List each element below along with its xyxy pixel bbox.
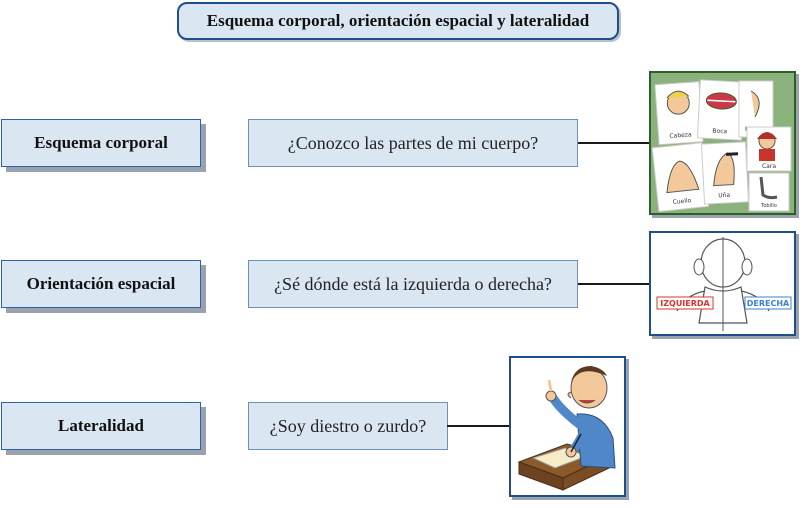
body-cards-illustration: Cabeza Boca Ho Cuello Uña [651, 79, 792, 213]
writing-man-image [509, 356, 626, 497]
left-right-illustration: IZQUIERDA DERECHA [656, 237, 792, 331]
category-label: Esquema corporal [34, 133, 168, 152]
left-right-figure-image: IZQUIERDA DERECHA [649, 231, 796, 336]
card-label: Uña [718, 192, 731, 200]
connector-line-row-1 [578, 142, 650, 144]
connector-line-row-2 [578, 283, 650, 285]
right-label: DERECHA [747, 299, 790, 308]
diagram-title: Esquema corporal, orientación espacial y… [177, 2, 619, 40]
question-box-body-parts: ¿Conozco las partes de mi cuerpo? [248, 119, 578, 167]
left-label: IZQUIERDA [660, 299, 710, 308]
connector-line-row-3 [447, 425, 509, 427]
category-label: Orientación espacial [26, 274, 176, 293]
question-text: ¿Soy diestro o zurdo? [269, 415, 427, 436]
writing-man-illustration [517, 366, 616, 491]
category-box-orientacion-espacial: Orientación espacial [1, 260, 201, 308]
body-parts-cards-image: Cabeza Boca Ho Cuello Uña [649, 71, 796, 215]
question-text: ¿Sé dónde está la izquierda o derecha? [274, 273, 552, 294]
question-box-handedness: ¿Soy diestro o zurdo? [248, 402, 448, 450]
card-label: Cara [762, 163, 776, 170]
question-box-left-right: ¿Sé dónde está la izquierda o derecha? [248, 260, 578, 308]
category-label: Lateralidad [58, 416, 144, 435]
card-label: Cabeza [669, 131, 692, 140]
card-label: Boca [712, 128, 727, 136]
card-label: Cuello [672, 197, 692, 206]
category-box-lateralidad: Lateralidad [1, 402, 201, 450]
category-box-esquema-corporal: Esquema corporal [1, 119, 201, 167]
diagram-title-text: Esquema corporal, orientación espacial y… [206, 11, 590, 30]
card-label: Tobillo [760, 203, 777, 209]
question-text: ¿Conozco las partes de mi cuerpo? [287, 132, 539, 153]
